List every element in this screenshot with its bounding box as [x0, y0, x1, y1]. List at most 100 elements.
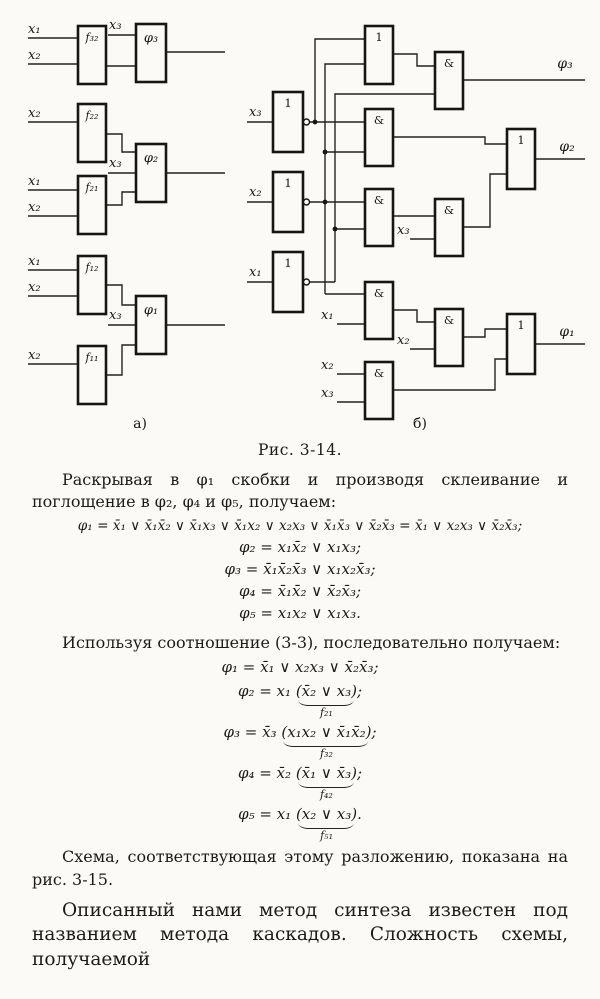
wire	[106, 344, 136, 376]
wire	[334, 93, 435, 282]
circuit-diagram-b: x₃ x₂ x₁ 1 1 1 1 & & & & & & & 1 1 x₁ x₂…	[247, 24, 585, 432]
inverter-bubble	[302, 278, 311, 286]
inverter-bubble	[302, 198, 311, 206]
and-symbol: &	[374, 193, 384, 207]
diagram-a-labels: x₁ x₂ x₃ f₃₂ φ₃ x₂ f₂₂ x₃ x₁ x₂ f₂₁ φ₂ x…	[28, 18, 158, 432]
input-label-x2: x₂	[28, 348, 41, 363]
wire	[324, 63, 365, 294]
junction-dot	[332, 226, 338, 232]
derivation-prefix: φ₃ = x̄₃	[223, 723, 282, 742]
underbrace-label: f₄₂	[319, 788, 333, 802]
paragraph-cascade-method: Описанный нами метод синтеза известен по…	[32, 899, 568, 970]
input-label-x3: x₃	[397, 223, 410, 238]
inverter-bubble	[302, 118, 311, 126]
equation-phi3: φ₃ = x̄₁x̄₂x̄₃ ∨ x₁x₂x̄₃;	[224, 559, 376, 578]
and-symbol: &	[444, 56, 454, 70]
braced-expression: (x̄₂ ∨ x₃) f₂₁	[295, 682, 357, 718]
wire	[106, 191, 136, 206]
derivation-phi3: φ₃ = x̄₃ (x₁x₂ ∨ x̄₁x̄₂) f₃₂;	[0, 723, 600, 759]
derivation-suffix: ;	[356, 764, 363, 783]
derivation-phi2: φ₂ = x₁ (x̄₂ ∨ x₃) f₂₁;	[0, 682, 600, 718]
wire	[106, 284, 136, 306]
input-label-x3: x₃	[109, 18, 122, 33]
wire	[393, 53, 435, 67]
or-gate-phi1	[505, 312, 537, 376]
underbrace-icon	[297, 823, 355, 830]
diagram-b-labels: x₃ x₂ x₁ 1 1 1 1 & & & & & & & 1 1 x₁ x₂…	[249, 30, 575, 432]
block-label-phi1: φ₁	[144, 303, 158, 318]
underbrace-label: f₂₁	[319, 706, 333, 720]
underbrace-label: f₃₂	[319, 747, 333, 761]
paragraph-intro-2: Используя соотношение (3-3), последовате…	[62, 632, 561, 652]
braced-text: (x̄₂ ∨ x₃)	[295, 682, 357, 701]
underbrace-icon	[283, 741, 369, 748]
block-phi2	[134, 142, 168, 204]
block-f12	[76, 254, 108, 316]
input-label-x2: x₂	[28, 48, 41, 63]
wire	[463, 173, 507, 228]
not-symbol: 1	[284, 176, 291, 190]
not-symbol: 1	[284, 96, 291, 110]
sublabel-a: а)	[133, 416, 147, 432]
input-label-x2: x₂	[249, 185, 262, 200]
input-label-x2: x₂	[28, 280, 41, 295]
derivation-suffix: .	[357, 805, 362, 824]
braced-expression: (x₂ ∨ x₃) f₅₁	[295, 805, 358, 841]
wire	[393, 309, 435, 323]
and-gate-3	[363, 280, 395, 341]
equation-phi5: φ₅ = x₁x₂ ∨ x₁x₃.	[239, 603, 361, 622]
derivation-prefix: φ₅ = x₁	[238, 805, 296, 824]
or-symbol: 1	[375, 30, 382, 44]
input-label-x2: x₂	[28, 106, 41, 121]
derivation-prefix: φ₂ = x₁	[237, 682, 296, 701]
wire	[463, 328, 507, 338]
underbrace-label: f₅₁	[320, 829, 333, 843]
and-gate-1	[363, 107, 395, 168]
wire	[314, 38, 365, 122]
braced-text: (x̄₁ ∨ x̄₃)	[295, 764, 357, 783]
input-label-x1: x₁	[28, 174, 41, 189]
block-label-phi3: φ₃	[144, 31, 158, 46]
input-label-x3: x₃	[109, 156, 122, 171]
equation-block-2: φ₁ = x̄₁ ∨ x₂x₃ ∨ x̄₂x̄₃; φ₂ = x₁ (x̄₂ ∨…	[0, 658, 600, 841]
equation-phi4: φ₄ = x̄₁x̄₂ ∨ x̄₂x̄₃;	[238, 581, 362, 600]
and-gate-4	[363, 360, 395, 421]
derivation-suffix: ;	[356, 682, 363, 701]
and-gate-7	[433, 307, 465, 368]
block-f22	[76, 102, 108, 164]
block-phi3	[134, 22, 168, 84]
wire	[393, 136, 507, 145]
braced-text: (x₁x₂ ∨ x̄₁x̄₂)	[281, 723, 372, 742]
input-label-x1: x₁	[28, 22, 41, 37]
junction-dot	[312, 119, 318, 125]
and-symbol: &	[374, 286, 384, 300]
underbrace-icon	[297, 782, 354, 789]
equation-phi1: φ₁ = x̄₁ ∨ x̄₁x̄₂ ∨ x̄₁x₃ ∨ x̄₁x₂ ∨ x₂x₃…	[77, 517, 523, 534]
equation-phi2: φ₂ = x₁x̄₂ ∨ x₁x₃;	[238, 537, 362, 556]
input-label-x3: x₃	[321, 386, 334, 401]
braced-expression: (x₁x₂ ∨ x̄₁x̄₂) f₃₂	[281, 723, 372, 759]
not-symbol: 1	[284, 256, 291, 270]
or-gate-phi2	[505, 127, 537, 191]
block-label-f21: f₂₁	[85, 181, 99, 194]
input-label-x3: x₃	[249, 105, 262, 120]
block-label-phi2: φ₂	[144, 151, 158, 166]
diagram-b-gates	[271, 24, 537, 421]
and-symbol: &	[444, 313, 454, 327]
block-label-f11: f₁₁	[85, 351, 99, 364]
braced-text: (x₂ ∨ x₃)	[295, 805, 358, 824]
derivation-suffix: ;	[371, 723, 377, 742]
diagram-a-wires	[28, 34, 225, 376]
block-f21	[76, 174, 108, 236]
and-gate-5	[433, 50, 465, 111]
or-symbol: 1	[517, 318, 524, 332]
junction-dot	[322, 199, 328, 205]
sublabel-b: б)	[413, 416, 427, 432]
or-gate-top	[363, 24, 395, 86]
diagram-b-bubbles-and-dots	[302, 118, 338, 286]
block-f11	[76, 344, 108, 406]
output-label-phi1: φ₁	[559, 324, 574, 340]
and-symbol: &	[374, 366, 384, 380]
output-label-phi2: φ₂	[559, 139, 575, 155]
input-label-x1: x₁	[249, 265, 262, 280]
